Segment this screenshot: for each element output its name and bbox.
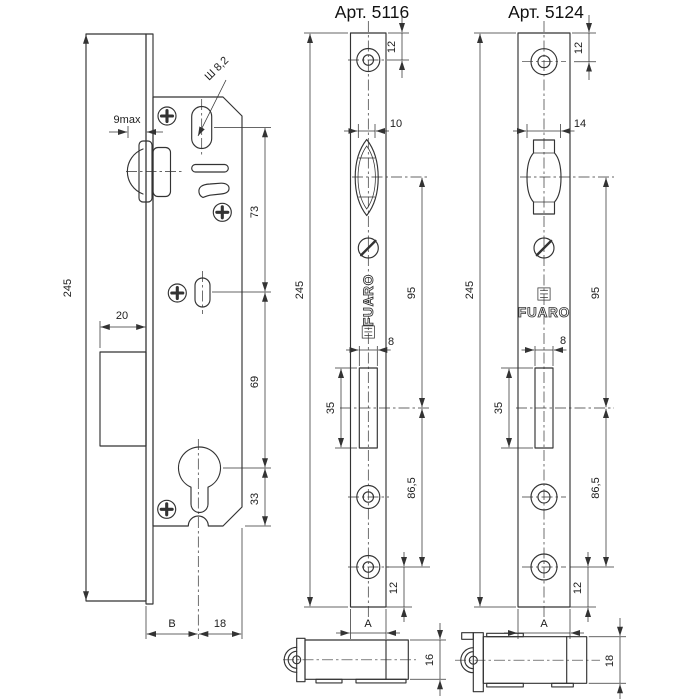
- dim-245: 245: [294, 281, 306, 299]
- countersunk-hole: [348, 554, 389, 580]
- dim-14: 14: [574, 118, 586, 130]
- phillips-screw: [212, 202, 232, 222]
- phillips-screw: [157, 106, 177, 126]
- horizontal-slot: [191, 163, 229, 173]
- case-tab: [355, 678, 407, 684]
- phillips-screw: [157, 499, 177, 519]
- dim-12-top: 12: [573, 42, 585, 54]
- dim-12-bottom: 12: [388, 582, 400, 594]
- slotted-screw: [357, 237, 379, 259]
- countersunk-hole: [522, 483, 566, 511]
- bottom-view-5124: 18: [455, 618, 626, 699]
- dim-8: 8: [388, 336, 394, 348]
- bottom-view-5116: 16: [283, 623, 446, 696]
- title-article-5116: Арт. 5116: [335, 2, 409, 22]
- countersunk-hole: [522, 553, 566, 581]
- dim-b: B: [168, 618, 175, 630]
- roller-latch-front: [352, 138, 430, 217]
- title-article-5124: Арт. 5124: [508, 2, 584, 22]
- lock-body-plate: [152, 96, 243, 527]
- dim-10: 10: [390, 118, 402, 130]
- latch-case: [152, 146, 172, 198]
- spindle-hole-leader: [197, 79, 227, 137]
- roller-latch-front: [520, 139, 614, 215]
- dim-35: 35: [493, 402, 505, 414]
- dim-95: 95: [406, 287, 418, 299]
- fuaro-logo-text: FUARO: [361, 274, 376, 326]
- faceplate-lip: [461, 632, 474, 640]
- dim-245: 245: [62, 279, 74, 297]
- countersunk-hole: [348, 484, 389, 510]
- faceplate-edge: [145, 33, 154, 605]
- dim-18: 18: [214, 618, 226, 630]
- fuaro-logo-mark: [537, 287, 551, 301]
- dim-35: 35: [325, 402, 337, 414]
- countersunk-hole: [348, 47, 389, 73]
- faceplate-edge: [472, 632, 484, 693]
- phillips-screw: [167, 283, 187, 303]
- lock-side-view: Ш 8,2 245 9max 20 73 69 33 B 18: [62, 33, 271, 639]
- dim-12-top: 12: [386, 41, 398, 53]
- fuaro-logo: FUARO: [360, 274, 376, 327]
- slotted-screw: [533, 237, 555, 259]
- fuaro-logo-text: FUARO: [518, 305, 570, 320]
- case-tab: [486, 632, 524, 638]
- dim-12-bottom: 12: [572, 582, 584, 594]
- fuaro-logo-mark: [361, 325, 375, 339]
- faceplate-front-5116: FUARO 12 10 8: [294, 15, 430, 639]
- dim-95: 95: [590, 287, 602, 299]
- deadbolt-slot: [534, 367, 554, 449]
- curved-slot: [198, 182, 230, 199]
- dim-16: 16: [424, 654, 436, 666]
- dim-a: A: [540, 618, 548, 630]
- dim-a: A: [364, 618, 372, 630]
- dim-73: 73: [249, 206, 261, 218]
- spindle-hole-label: Ш 8,2: [203, 55, 232, 84]
- dim-33: 33: [249, 493, 261, 505]
- dim-69: 69: [249, 376, 261, 388]
- case-tab: [486, 682, 524, 688]
- euro-cylinder-hole: [177, 446, 222, 513]
- dim-8: 8: [560, 335, 566, 347]
- dim-18: 18: [604, 655, 616, 667]
- deadbolt-slot: [358, 367, 378, 449]
- dim-865: 86,5: [590, 477, 602, 498]
- countersunk-hole: [522, 48, 566, 76]
- dim-865: 86,5: [406, 477, 418, 498]
- faceplate-front-5124: FUARO 12 14 8 35 95 86,5: [464, 15, 614, 639]
- dim-9max: 9max: [114, 114, 141, 126]
- dim-245: 245: [464, 281, 476, 299]
- dim-20: 20: [116, 310, 128, 322]
- deadbolt: [99, 351, 147, 447]
- case-tab: [551, 682, 574, 688]
- case-tab: [315, 678, 343, 684]
